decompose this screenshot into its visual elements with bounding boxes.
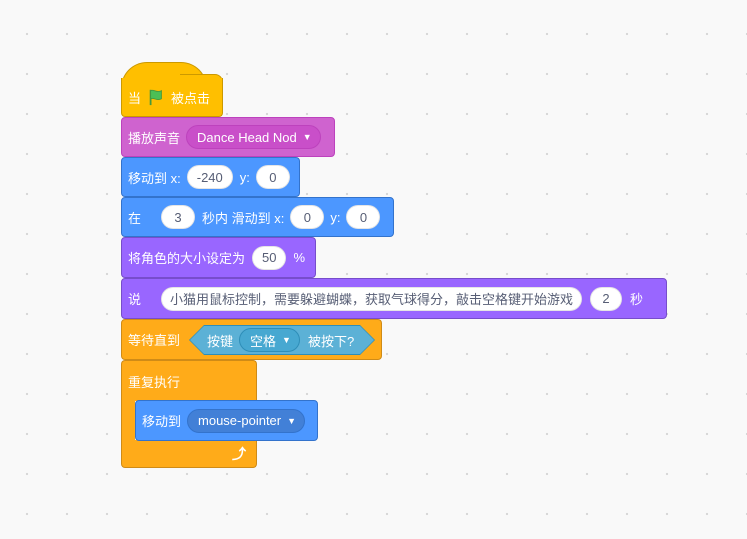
sound-dropdown[interactable]: Dance Head Nod ▼ <box>186 125 321 149</box>
key-dropdown[interactable]: 空格 ▼ <box>239 328 300 352</box>
forever-block-arm <box>121 400 135 441</box>
clicked-label: 被点击 <box>171 90 211 106</box>
target-dropdown[interactable]: mouse-pointer ▼ <box>187 408 306 433</box>
play-sound-block[interactable]: 播放声音 Dance Head Nod ▼ <box>121 117 335 157</box>
x-input[interactable]: -240 <box>186 165 233 189</box>
glide-y-input[interactable]: 0 <box>346 205 381 229</box>
say-label: 说 <box>128 292 142 307</box>
say-seconds-input[interactable]: 2 <box>590 286 623 311</box>
set-size-label: 将角色的大小设定为 <box>128 251 246 266</box>
loop-arrow-icon: ⤴ <box>232 445 246 462</box>
forever-block[interactable]: 重复执行 <box>121 360 257 401</box>
glide-y-label: y: <box>330 209 341 225</box>
seconds-input[interactable]: 3 <box>161 205 196 229</box>
goto-target-block[interactable]: 移动到 mouse-pointer ▼ <box>135 400 318 441</box>
wait-until-label: 等待直到 <box>128 333 181 348</box>
say-for-secs-block[interactable]: 说 小猫用鼠标控制，需要躲避蝴蝶，获取气球得分，敲击空格键开始游戏 2 秒 <box>121 278 667 319</box>
sound-name: Dance Head Nod <box>197 129 297 145</box>
key-pressed-block[interactable]: 按键 空格 ▼ 被按下? <box>190 326 374 354</box>
glide-block[interactable]: 在 3 秒内 滑动到 x: 0 y: 0 <box>121 197 394 237</box>
chevron-down-icon: ▼ <box>282 335 291 345</box>
key-label: 按键 <box>207 333 234 349</box>
target-name: mouse-pointer <box>198 413 282 428</box>
size-input[interactable]: 50 <box>252 245 287 270</box>
seconds-unit-label: 秒 <box>630 292 644 307</box>
y-input[interactable]: 0 <box>255 165 290 189</box>
goto-x-label: 移动到 x: <box>128 170 181 186</box>
set-size-block[interactable]: 将角色的大小设定为 50 % <box>121 237 316 278</box>
percent-label: % <box>293 250 306 265</box>
play-sound-label: 播放声音 <box>128 130 181 146</box>
glide-mid-label: 秒内 滑动到 x: <box>202 210 285 226</box>
forever-label: 重复执行 <box>128 374 181 390</box>
chevron-down-icon: ▼ <box>302 132 312 142</box>
goto-target-label: 移动到 <box>142 414 182 429</box>
chevron-down-icon: ▼ <box>287 415 297 426</box>
key-name: 空格 <box>250 333 277 349</box>
goto-xy-block[interactable]: 移动到 x: -240 y: 0 <box>121 157 300 197</box>
when-label: 当 <box>128 90 142 106</box>
when-flag-clicked-block[interactable]: 当 被点击 <box>121 78 223 117</box>
glide-x-input[interactable]: 0 <box>290 205 325 229</box>
glide-in-label: 在 <box>128 210 142 226</box>
goto-y-label: y: <box>239 169 250 185</box>
pressed-label: 被按下? <box>307 333 355 349</box>
green-flag-icon <box>149 89 162 106</box>
forever-block-bottom: ⤴ <box>121 440 257 468</box>
message-input[interactable]: 小猫用鼠标控制，需要躲避蝴蝶，获取气球得分，敲击空格键开始游戏 <box>161 286 583 311</box>
